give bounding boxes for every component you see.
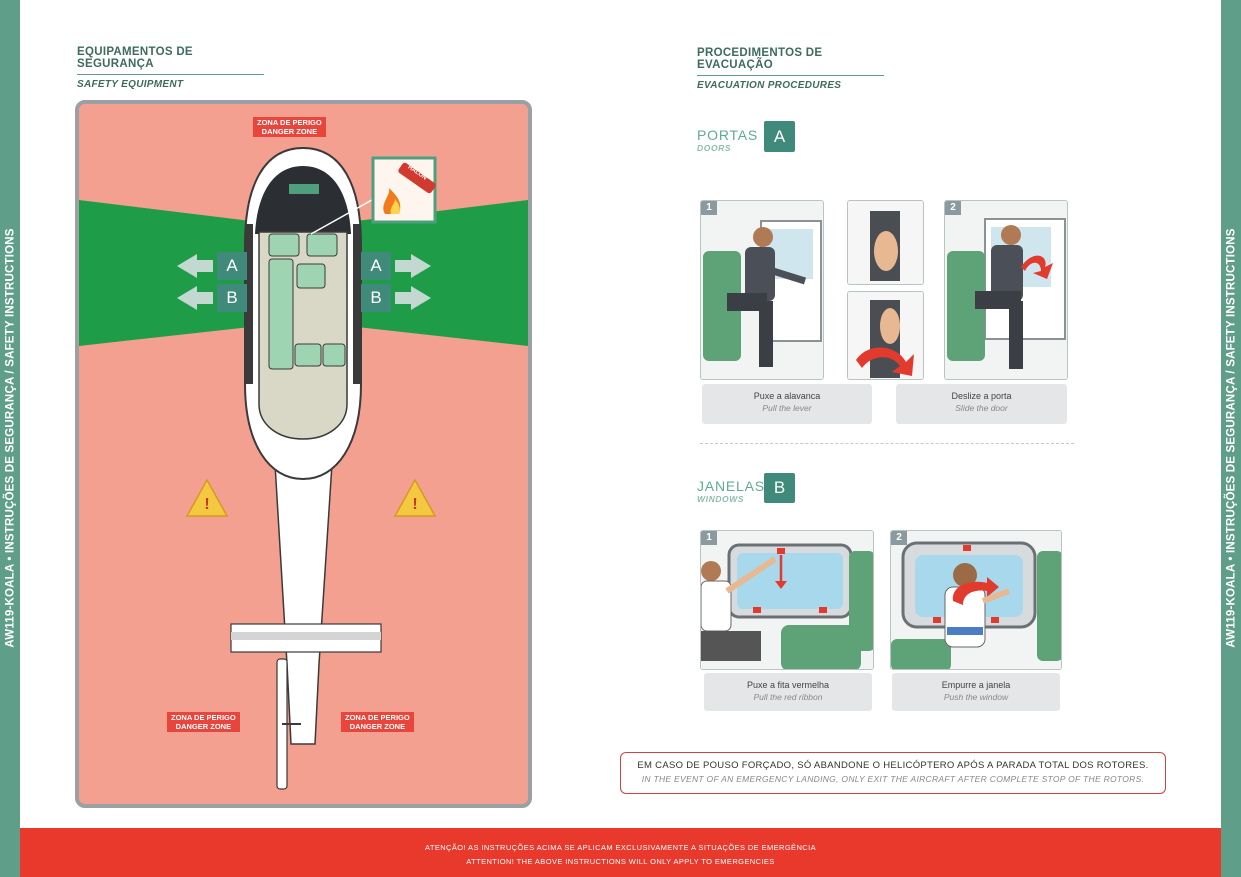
window-step-2-number: 2 bbox=[891, 531, 907, 545]
passenger-seat bbox=[296, 263, 326, 289]
window-step-1-image: 1 bbox=[700, 530, 874, 670]
section-divider bbox=[700, 443, 1074, 444]
window-step-2-caption: Empurre a janela Push the window bbox=[892, 673, 1060, 711]
evacuation-title: PROCEDIMENTOS DE EVACUAÇÃO bbox=[697, 47, 884, 76]
danger-zone-label-top: ZONA DE PERIGO DANGER ZONE bbox=[253, 117, 326, 137]
door-a-label-left: A bbox=[226, 256, 238, 275]
footer-attention-bar: ATENÇÃO! AS INSTRUÇÕES ACIMA SE APLICAM … bbox=[20, 828, 1221, 877]
skid-left bbox=[245, 224, 253, 384]
door-lever-closeup-1 bbox=[847, 200, 924, 285]
left-side-title: AW119-KOALA • INSTRUÇÕES DE SEGURANÇA / … bbox=[4, 228, 17, 648]
warning-triangle-icon bbox=[185, 478, 229, 517]
arrow-right-icon bbox=[395, 254, 431, 278]
window-step-2-image: 2 bbox=[890, 530, 1062, 670]
door-step-2-caption: Deslize a porta Slide the door bbox=[896, 384, 1067, 424]
arrow-left-icon bbox=[177, 254, 213, 278]
cockpit bbox=[255, 166, 351, 234]
windows-subtitle: WINDOWS bbox=[697, 494, 745, 504]
door-a-left bbox=[217, 252, 247, 280]
door-a-right bbox=[361, 252, 391, 280]
doors-heading: PORTAS DOORS bbox=[697, 127, 758, 153]
copilot-seat bbox=[306, 233, 338, 257]
passenger-seat bbox=[294, 343, 322, 367]
right-side-strip: AW119-KOALA • INSTRUÇÕES DE SEGURANÇA / … bbox=[1221, 0, 1241, 877]
safety-equipment-title: EQUIPAMENTOS DE SEGURANÇA bbox=[77, 46, 264, 75]
door-b-right bbox=[361, 284, 391, 312]
windows-title: JANELAS bbox=[697, 478, 765, 494]
right-side-title: AW119-KOALA • INSTRUÇÕES DE SEGURANÇA / … bbox=[1225, 228, 1238, 648]
safe-zone-right bbox=[348, 200, 528, 346]
door-a-label-right: A bbox=[370, 256, 382, 275]
danger-zone-label-bottom-left: ZONA DE PERIGO DANGER ZONE bbox=[167, 712, 240, 732]
passenger-seat bbox=[322, 343, 346, 367]
safety-equipment-header: EQUIPAMENTOS DE SEGURANÇA SAFETY EQUIPME… bbox=[77, 46, 264, 90]
windows-heading: JANELAS WINDOWS bbox=[697, 478, 765, 504]
door-b-left bbox=[217, 284, 247, 312]
warning-mark-right: ! bbox=[412, 496, 418, 513]
door-step-1-number: 1 bbox=[701, 201, 717, 215]
doors-title: PORTAS bbox=[697, 127, 759, 143]
arrow-left-icon bbox=[177, 286, 213, 310]
bench-seat bbox=[268, 258, 294, 370]
door-step-2-number: 2 bbox=[945, 201, 961, 215]
safety-equipment-subtitle: SAFETY EQUIPMENT bbox=[77, 79, 184, 90]
warning-text-pt: EM CASO DE POUSO FORÇADO, SÓ ABANDONE O … bbox=[637, 760, 1149, 771]
arrow-right-icon bbox=[395, 286, 431, 310]
footer-text-pt: ATENÇÃO! AS INSTRUÇÕES ACIMA SE APLICAM … bbox=[425, 843, 816, 852]
helicopter-safety-diagram: ZONA DE PERIGO DANGER ZONE ZONA DE PERIG… bbox=[75, 100, 532, 808]
doors-letter-badge: A bbox=[764, 121, 795, 152]
door-step-1-caption: Puxe a alavanca Pull the lever bbox=[702, 384, 872, 424]
emergency-landing-warning: EM CASO DE POUSO FORÇADO, SÓ ABANDONE O … bbox=[620, 752, 1166, 794]
danger-zone-label-bottom-right: ZONA DE PERIGO DANGER ZONE bbox=[341, 712, 414, 732]
warning-mark-left: ! bbox=[204, 496, 210, 513]
warning-text-en: IN THE EVENT OF AN EMERGENCY LANDING, ON… bbox=[641, 774, 1145, 784]
helicopter-illustration bbox=[79, 146, 528, 790]
warning-triangle-icon bbox=[393, 478, 437, 517]
evacuation-subtitle: EVACUATION PROCEDURES bbox=[697, 80, 842, 91]
door-step-2-image: 2 bbox=[944, 200, 1068, 380]
window-step-1-caption: Puxe a fita vermelha Pull the red ribbon bbox=[704, 673, 872, 711]
safe-zone-left bbox=[79, 200, 259, 346]
windows-letter-badge: B bbox=[764, 473, 795, 503]
door-b-label-left: B bbox=[226, 288, 238, 307]
skid-right bbox=[353, 224, 361, 384]
footer-text-en: ATTENTION! THE ABOVE INSTRUCTIONS WILL O… bbox=[466, 857, 775, 866]
doors-subtitle: DOORS bbox=[697, 143, 732, 153]
window-step-1-number: 1 bbox=[701, 531, 717, 545]
left-side-strip: AW119-KOALA • INSTRUÇÕES DE SEGURANÇA / … bbox=[0, 0, 20, 877]
door-b-label-right: B bbox=[370, 288, 382, 307]
evacuation-header: PROCEDIMENTOS DE EVACUAÇÃO EVACUATION PR… bbox=[697, 47, 884, 91]
door-step-1-image: 1 bbox=[700, 200, 824, 380]
pilot-seat bbox=[268, 233, 300, 257]
door-lever-closeup-2 bbox=[847, 291, 924, 380]
